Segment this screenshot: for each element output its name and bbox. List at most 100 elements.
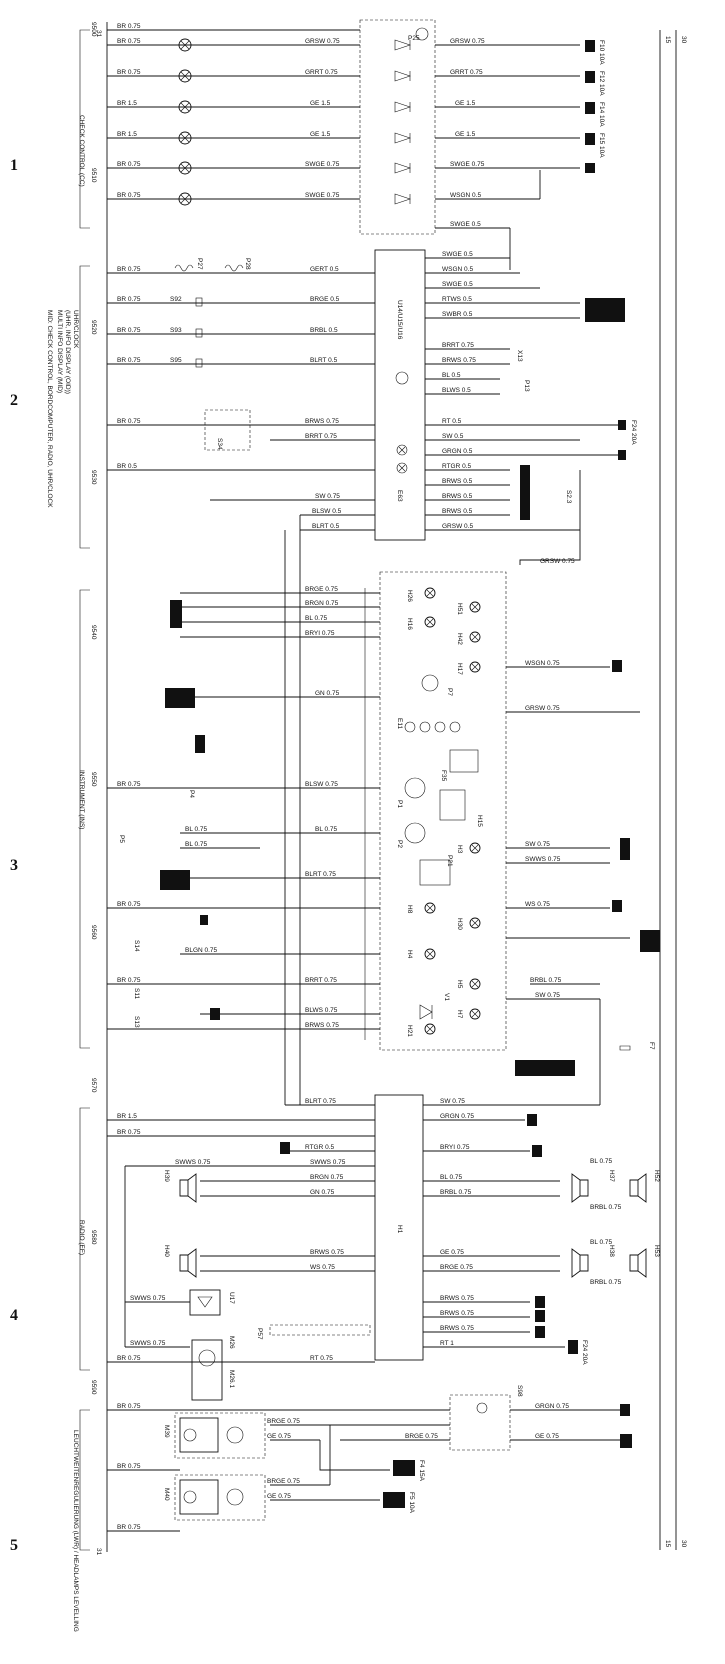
radio-wire-labels: BLRT 0.75 BR 1.5 BR 0.75 RTGR 0.5 SWWS 0…: [117, 1098, 622, 1362]
svg-text:BRWS 0.75: BRWS 0.75: [442, 357, 476, 364]
svg-text:SWWS 0.75: SWWS 0.75: [310, 1159, 346, 1166]
svg-text:M39: M39: [163, 1425, 170, 1438]
svg-text:SWWS 0.75: SWWS 0.75: [175, 1159, 211, 1166]
svg-text:F24 20A: F24 20A: [630, 420, 637, 445]
svg-text:X13: X13: [516, 350, 523, 362]
svg-text:SW 0.5: SW 0.5: [442, 433, 464, 440]
svg-text:GE 0.75: GE 0.75: [267, 1433, 291, 1440]
lamp-h16-icon: [424, 616, 436, 628]
svg-text:BR 0.75: BR 0.75: [117, 69, 141, 76]
svg-text:BLSW 0.5: BLSW 0.5: [312, 508, 342, 515]
svg-text:H40: H40: [163, 1245, 170, 1257]
svg-text:BRBL 0.75: BRBL 0.75: [530, 977, 562, 984]
svg-text:SW 0.75: SW 0.75: [525, 841, 550, 848]
svg-text:BRBL 0.5: BRBL 0.5: [310, 327, 338, 334]
svg-text:GE 0.75: GE 0.75: [267, 1493, 291, 1500]
svg-text:M26: M26: [228, 1336, 235, 1349]
svg-text:BR 0.5: BR 0.5: [117, 463, 137, 470]
svg-text:F24 20A: F24 20A: [581, 1340, 588, 1365]
svg-text:BLRT 0.5: BLRT 0.5: [310, 357, 338, 364]
section-title-instrument: INSTRUMENT (INS): [78, 770, 85, 829]
svg-text:P28: P28: [244, 258, 251, 270]
mid-clock-icon: [395, 371, 409, 385]
svg-text:BL 0.75: BL 0.75: [440, 1174, 463, 1181]
svg-text:BRWS 0.75: BRWS 0.75: [440, 1295, 474, 1302]
motor-m26-icon: [198, 1349, 216, 1367]
section-1-check-control: P25: [107, 19, 605, 270]
svg-text:RT 1: RT 1: [440, 1340, 454, 1347]
svg-text:BL 0.75: BL 0.75: [315, 826, 338, 833]
lamp-e10-icon: [178, 131, 192, 145]
svg-text:H3: H3: [456, 845, 463, 854]
svg-text:9590: 9590: [90, 1380, 97, 1395]
section-note-mid-2: (UHR, INFO DISPLAY (OID)): [64, 310, 71, 394]
svg-text:BR 0.75: BR 0.75: [117, 266, 141, 273]
svg-text:BR 1.5: BR 1.5: [117, 1113, 137, 1120]
mid-left-wires: [107, 272, 375, 1105]
svg-text:GE 1.5: GE 1.5: [310, 100, 331, 107]
svg-text:GRGN 0.5: GRGN 0.5: [442, 448, 473, 455]
section-title-check-control: CHECK CONTROL (CC): [78, 115, 85, 187]
rail-label-15-bottom: 15: [664, 1540, 671, 1548]
svg-text:BLRT 0.75: BLRT 0.75: [305, 871, 336, 878]
radio-wire-rows: [107, 1104, 600, 1363]
svg-text:S93: S93: [170, 327, 182, 334]
svg-text:9500: 9500: [90, 22, 97, 37]
svg-text:BLSW 0.75: BLSW 0.75: [305, 781, 338, 788]
svg-text:F10 10A: F10 10A: [598, 40, 605, 65]
svg-text:BRGN 0.75: BRGN 0.75: [305, 600, 339, 607]
svg-text:BR 0.75: BR 0.75: [117, 23, 141, 30]
svg-text:RT 0.5: RT 0.5: [442, 418, 462, 425]
svg-text:BR 0.75: BR 0.75: [117, 781, 141, 788]
svg-text:S14: S14: [133, 940, 140, 952]
svg-text:M40: M40: [163, 1488, 170, 1501]
svg-text:SWGE 0.75: SWGE 0.75: [450, 161, 485, 168]
svg-text:BRGE 0.75: BRGE 0.75: [267, 1478, 300, 1485]
p25-clock-symbol: [415, 27, 429, 41]
svg-text:H4: H4: [406, 950, 413, 959]
svg-text:BRGE 0.75: BRGE 0.75: [440, 1264, 473, 1271]
svg-text:GE 0.75: GE 0.75: [535, 1433, 559, 1440]
cc-lamps: [178, 38, 192, 206]
u17-box: [189, 1289, 221, 1316]
speaker-h40-icon: [179, 1248, 197, 1278]
svg-text:BRRT 0.75: BRRT 0.75: [305, 433, 337, 440]
svg-text:GE 1.5: GE 1.5: [455, 100, 476, 107]
svg-text:H38: H38: [608, 1245, 615, 1257]
section-number-5: 5: [10, 1537, 18, 1554]
ins-gauges: [404, 674, 479, 1020]
svg-text:E11: E11: [396, 718, 403, 729]
section-3-instrument: BRGE 0.75 BRGN 0.75 BL 0.75 BRYI 0.75 GN…: [107, 571, 660, 1105]
ins-wire-labels: BRGE 0.75 BRGN 0.75 BL 0.75 BRYI 0.75 GN…: [117, 586, 562, 1029]
svg-text:BL 0.75: BL 0.75: [590, 1239, 613, 1246]
svg-text:BR 0.75: BR 0.75: [117, 901, 141, 908]
lamp-array-e11-icon: [404, 721, 461, 733]
p21-box: [419, 859, 451, 886]
lamp-e5-icon: [178, 69, 192, 83]
svg-text:BL 0.75: BL 0.75: [185, 826, 208, 833]
svg-text:H37: H37: [608, 1170, 615, 1182]
svg-text:BRWS 0.5: BRWS 0.5: [442, 508, 473, 515]
svg-text:M26.1: M26.1: [228, 1370, 235, 1388]
section-title-lwr: LEUCHTWEITENREGULIERUNG (LWR) / HEADLAMP…: [72, 1430, 79, 1632]
lamp-h51-icon: [469, 601, 481, 613]
svg-text:S13: S13: [133, 1016, 140, 1028]
svg-text:9520: 9520: [90, 320, 97, 335]
lamp-h10-icon: [178, 192, 192, 206]
svg-text:GRSW 0.75: GRSW 0.75: [540, 558, 575, 565]
svg-text:SWGE 0.5: SWGE 0.5: [442, 281, 473, 288]
svg-text:GN 0.75: GN 0.75: [310, 1189, 335, 1196]
svg-text:GRSW 0.75: GRSW 0.75: [450, 38, 485, 45]
svg-text:F15 10A: F15 10A: [598, 133, 605, 158]
svg-text:P1: P1: [396, 800, 403, 808]
cc-wire-labels: BR 0.75 BR 0.75 BR 0.75 BR 1.5 BR 1.5 BR…: [117, 23, 485, 228]
svg-text:SW 0.75: SW 0.75: [440, 1098, 465, 1105]
label-h1: H1: [396, 1225, 403, 1234]
svg-text:BR 0.75: BR 0.75: [117, 1129, 141, 1136]
svg-text:S95: S95: [170, 357, 182, 364]
svg-text:F12 10A: F12 10A: [598, 71, 605, 96]
svg-text:WSGN 0.75: WSGN 0.75: [525, 660, 560, 667]
lamp-e9-icon: [178, 100, 192, 114]
ins-lamps: [424, 587, 481, 1035]
